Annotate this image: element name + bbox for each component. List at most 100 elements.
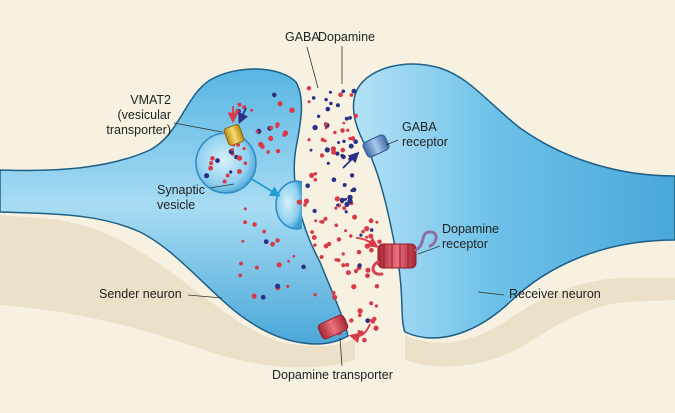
neurotransmitter-dot [312,208,317,214]
neurotransmitter-dot [313,293,317,297]
neurotransmitter-dot [309,172,315,178]
gaba-binding-arrow [342,151,360,169]
neurotransmitter-dot [374,304,378,308]
neurotransmitter-dot [340,147,346,153]
neurotransmitter-dot [347,194,353,201]
neurotransmitter-dot [243,220,248,225]
neurotransmitter-dot [329,101,333,106]
neurotransmitter-dot [335,103,340,108]
neurotransmitter-dot [373,325,379,331]
neurotransmitter-dot [263,239,269,245]
neurotransmitter-dot [365,267,371,273]
neurotransmitter-dot [314,219,318,223]
neurotransmitter-dot [296,199,302,205]
dopamine-label: Dopamine [318,30,375,44]
neurotransmitter-dot [351,284,357,290]
neurotransmitter-dot [330,146,337,152]
neurotransmitter-dot [275,283,281,289]
neurotransmitter-dot [335,151,340,156]
leader-lines [173,46,505,367]
neurotransmitter-dot [313,243,317,247]
neurotransmitter-dot [251,293,257,299]
neurotransmitter-dot [266,150,270,154]
neurotransmitter-dot [306,86,312,91]
neurotransmitter-dot [331,177,337,182]
neurotransmitter-dot [348,116,352,120]
neurotransmitter-dot [262,229,266,234]
neurotransmitter-dot [258,141,264,148]
neurotransmitter-dot [305,183,311,188]
neurotransmitter-dot [369,319,373,323]
neurotransmitter-dot [344,197,347,201]
neurotransmitter-dot [319,255,324,259]
neurotransmitter-dot [311,96,316,100]
neurotransmitter-dot [341,252,345,256]
gaba-label: GABA [285,30,320,44]
neurotransmitter-dot [377,239,382,244]
neurotransmitter-dot [316,114,321,119]
neurotransmitter-dot [351,187,357,192]
neurotransmitter-dot [225,173,230,178]
neurotransmitter-dot [236,155,243,161]
sender-neuron-label: Sender neuron [99,287,182,301]
neurotransmitter-dot [307,138,311,142]
sender-shadow [0,215,355,368]
neurotransmitter-dot [276,262,282,268]
neurotransmitter-dot [356,249,362,255]
neurotransmitter-dot [323,216,328,221]
neurotransmitter-dot [239,261,244,266]
neurotransmitter-dot [348,143,354,149]
neurotransmitter-dot [345,270,351,276]
reuptake-arrow [348,323,371,344]
neurotransmitter-dot [341,263,346,268]
neurotransmitter-dot [336,237,342,242]
neurotransmitter-dot [344,201,350,207]
neurotransmitter-dot [215,158,220,164]
neurotransmitter-dot [368,233,374,239]
neurotransmitter-dot [313,178,318,182]
neurotransmitter-dot [237,169,242,174]
sender-neuron-body [0,68,349,345]
neurotransmitter-dot [328,90,332,94]
vmat2-transporter-icon [223,124,245,146]
neurotransmitter-dot [349,234,353,238]
neurotransmitter-dot [277,101,283,107]
receiver-shadow [405,278,675,367]
neurotransmitter-dot [325,106,331,112]
vesicle-release-arrow [249,177,281,197]
neurotransmitter-dot [250,108,254,112]
neurotransmitter-dot [303,203,307,207]
neurotransmitter-dot [349,318,354,323]
neurotransmitter-dot [334,196,340,202]
neurotransmitter-dot [204,173,210,179]
vmat2-navy-arrow [238,107,249,124]
neurotransmitter-dot [364,243,370,249]
neurotransmitter-dot [229,170,233,174]
neurotransmitter-dot [341,154,346,160]
neurotransmitter-dot [292,254,296,258]
neurotransmitter-dot [365,235,369,239]
neurotransmitter-dot [282,130,289,136]
neurotransmitter-dot [287,259,290,263]
neurotransmitter-dot [320,219,325,224]
neurotransmitter-dot [238,273,243,278]
neurotransmitter-dot [357,308,362,313]
neurotransmitter-dot [326,161,330,165]
docked-vesicle [275,180,303,230]
neurotransmitter-dot [272,92,277,98]
neurotransmitter-dot [324,147,330,153]
neurotransmitter-dot [336,258,341,263]
neurotransmitter-dot [331,290,336,296]
neurotransmitter-dot [369,301,374,306]
neurotransmitter-dot [275,238,280,243]
neurotransmitter-dot [324,97,328,102]
neurotransmitter-dot [362,337,367,343]
neurotransmitter-dot [268,135,274,141]
neurotransmitter-dot [372,316,377,322]
neurotransmitter-dot [349,93,354,97]
